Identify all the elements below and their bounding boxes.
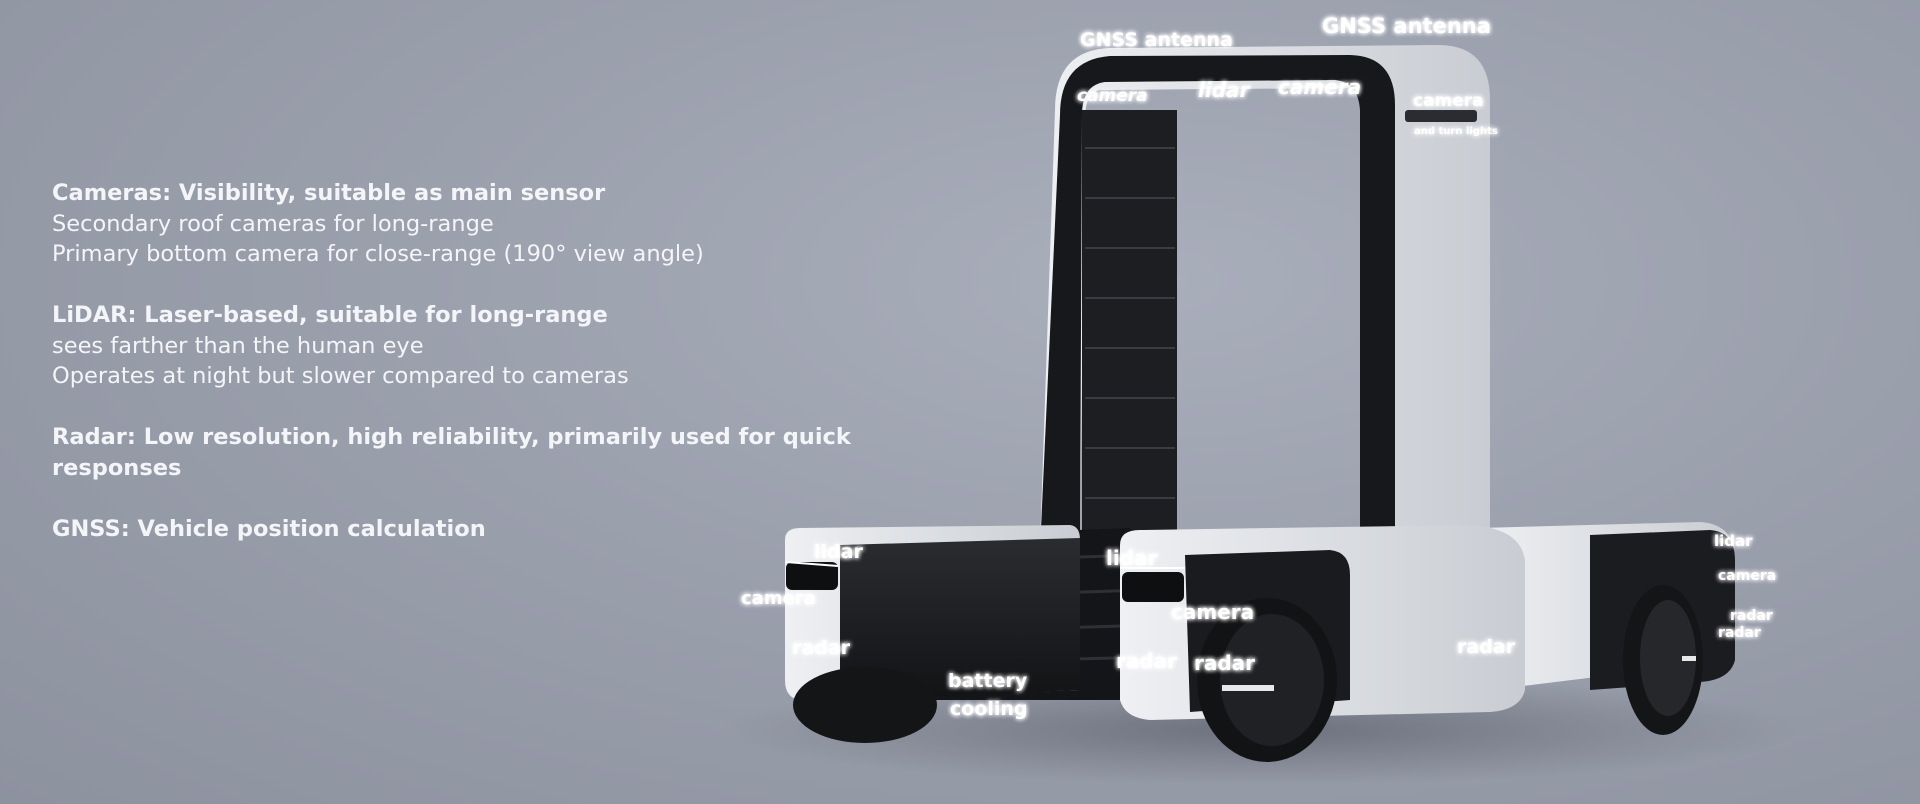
roof-lidar-label: lidar — [1198, 78, 1251, 102]
rear-radar-a-label: radar — [1730, 608, 1773, 624]
cameras-group: Cameras: Visibility, suitable as main se… — [52, 178, 952, 270]
lidar-heading: LiDAR: Laser-based, suitable for long-ra… — [52, 302, 608, 328]
battery-label: battery — [948, 670, 1028, 692]
front-right-lidar-label: lidar — [1106, 546, 1158, 570]
roof-camera-left-label: camera — [1077, 86, 1148, 106]
side-radar-label: radar — [1457, 636, 1516, 658]
cameras-line-2: Primary bottom camera for close-range (1… — [52, 241, 704, 267]
gnss-group: GNSS: Vehicle position calculation — [52, 514, 952, 545]
rear-module — [1480, 522, 1735, 735]
front-right-radar-a-label: radar — [1116, 649, 1177, 673]
radar-heading: Radar: Low resolution, high reliability,… — [52, 424, 851, 481]
rear-lidar-label: lidar — [1714, 532, 1753, 550]
gnss-antenna-right-label: GNSS antenna — [1322, 14, 1491, 38]
cameras-line-1: Secondary roof cameras for long-range — [52, 210, 494, 237]
lidar-group: LiDAR: Laser-based, suitable for long-ra… — [52, 300, 952, 392]
lidar-line-1: sees farther than the human eye — [52, 332, 424, 359]
front-right-radar-b-label: radar — [1194, 651, 1255, 675]
turn-lights-label: and turn lights — [1414, 126, 1498, 137]
gnss-antenna-left-label: GNSS antenna — [1080, 29, 1233, 51]
lidar-line-2: Operates at night but slower compared to… — [52, 363, 629, 389]
sensor-description-panel: Cameras: Visibility, suitable as main se… — [52, 178, 952, 575]
front-left-radar-label: radar — [792, 637, 851, 659]
roof-camera-right-label: camera — [1278, 75, 1361, 99]
front-left-module — [785, 525, 1080, 743]
rear-camera-label: camera — [1718, 568, 1776, 584]
front-left-lidar-label: lidar — [814, 541, 863, 563]
sensor-labels: GNSS antenna GNSS antenna camera lidar c… — [741, 14, 1776, 720]
radar-group: Radar: Low resolution, high reliability,… — [52, 422, 952, 483]
front-right-camera-label: camera — [1171, 600, 1254, 624]
cooling-label: cooling — [950, 698, 1028, 720]
front-right-module — [1120, 525, 1525, 762]
front-left-camera-label: camera — [741, 588, 816, 609]
gnss-heading: GNSS: Vehicle position calculation — [52, 515, 486, 542]
rear-radar-b-label: radar — [1718, 625, 1761, 641]
side-camera-label: camera — [1413, 91, 1484, 111]
cameras-heading: Cameras: Visibility, suitable as main se… — [52, 180, 606, 206]
